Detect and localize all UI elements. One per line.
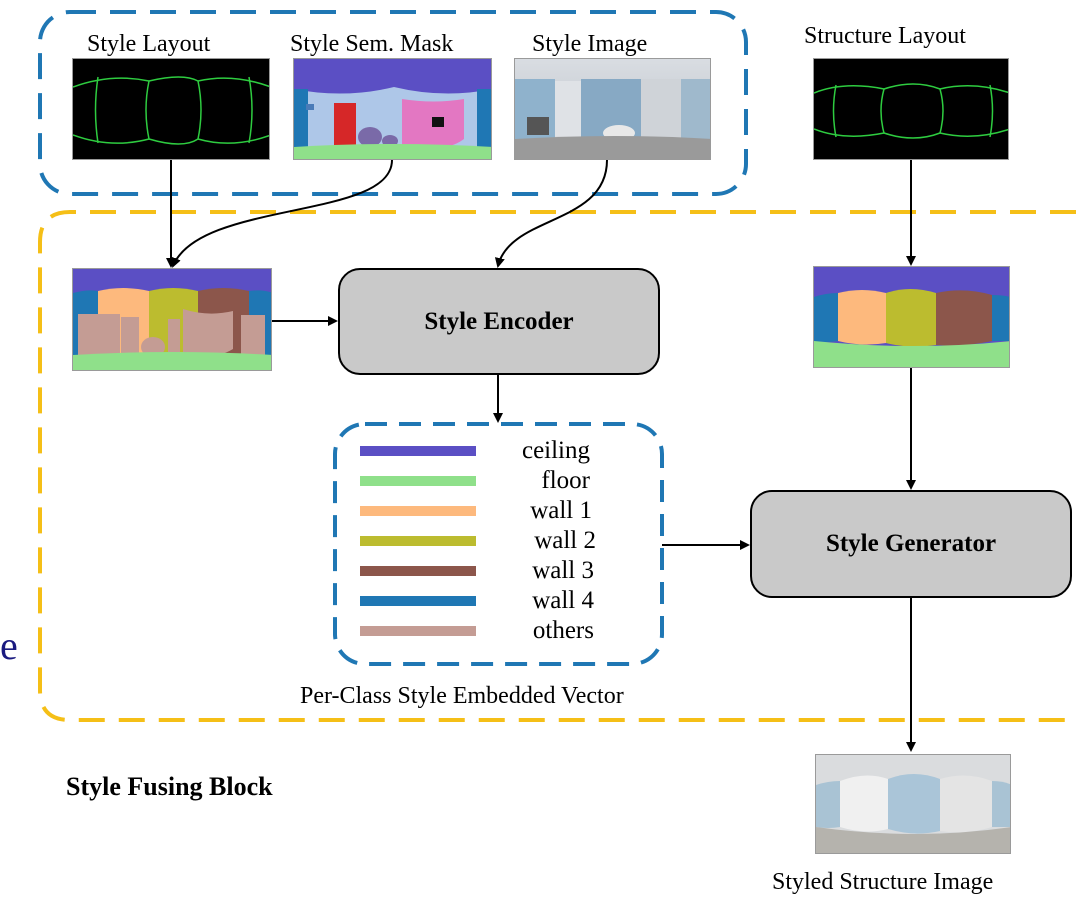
legend-label: ceiling	[521, 437, 590, 464]
styled-structure-image-thumbnail	[815, 754, 1011, 854]
legend-label: wall 3	[532, 557, 594, 584]
style-generator-block: Style Generator	[750, 490, 1072, 598]
legend-row-wall-4: wall 4	[360, 586, 670, 616]
legend-swatch	[360, 536, 476, 546]
structure-mask-thumbnail	[813, 266, 1010, 368]
styled-structure-image-label: Styled Structure Image	[772, 869, 994, 895]
legend-label: wall 4	[532, 587, 594, 614]
legend-swatch	[360, 626, 476, 636]
per-class-legend: ceiling floor wall 1 wall 2 wall 3 wall …	[360, 436, 670, 656]
legend-swatch	[360, 566, 476, 576]
legend-row-others: others	[360, 616, 670, 646]
legend-row-wall-3: wall 3	[360, 556, 670, 586]
legend-swatch	[360, 506, 476, 516]
style-encoder-block: Style Encoder	[338, 268, 660, 375]
style-fusing-block-label: Style Fusing Block	[66, 772, 273, 801]
legend-swatch	[360, 476, 476, 486]
legend-label: others	[532, 617, 594, 644]
style-sem-mask-label: Style Sem. Mask	[290, 31, 454, 57]
legend-row-ceiling: ceiling	[360, 436, 670, 466]
legend-label: wall 1	[530, 497, 592, 524]
style-sem-mask-thumbnail	[293, 58, 492, 160]
structure-layout-label: Structure Layout	[804, 23, 966, 49]
structure-layout-thumbnail	[813, 58, 1009, 160]
cut-off-text: e	[0, 623, 18, 668]
legend-swatch	[360, 596, 476, 606]
legend-swatch	[360, 446, 476, 456]
style-fusing-block-outline	[38, 210, 1076, 722]
style-image-thumbnail	[514, 58, 711, 160]
style-image-label: Style Image	[532, 31, 648, 57]
style-fused-mask-thumbnail	[72, 268, 272, 371]
style-input-group-outline	[38, 10, 748, 196]
arrow-style-image-to-encoder	[494, 159, 608, 268]
legend-label: wall 2	[534, 527, 596, 554]
legend-row-wall-2: wall 2	[360, 526, 670, 556]
legend-label: floor	[541, 467, 590, 494]
per-class-vector-label: Per-Class Style Embedded Vector	[300, 683, 624, 709]
legend-row-wall-1: wall 1	[360, 496, 670, 526]
style-layout-label: Style Layout	[87, 31, 211, 57]
legend-row-floor: floor	[360, 466, 670, 496]
arrow-sem-mask-to-mask	[171, 159, 393, 268]
style-layout-thumbnail	[72, 58, 270, 160]
